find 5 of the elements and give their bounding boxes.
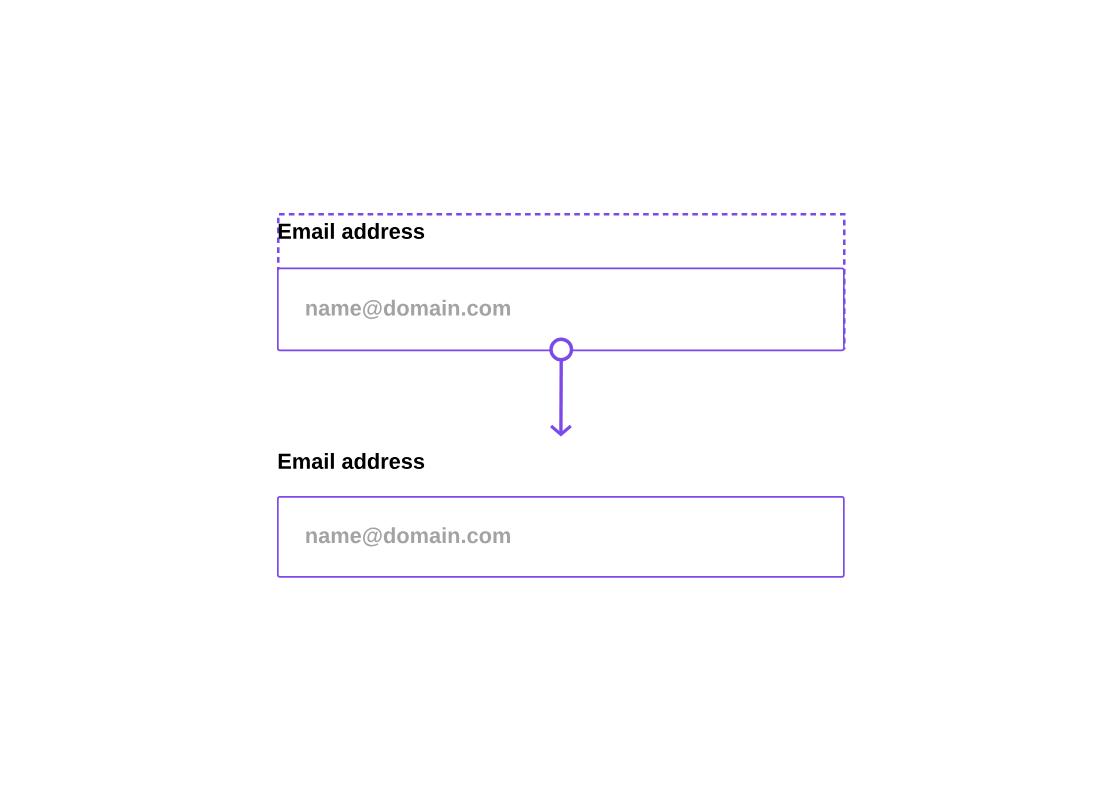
field-label: Email address xyxy=(278,223,425,239)
input-field: name@domain.com xyxy=(277,267,845,352)
input-field: name@domain.com xyxy=(277,496,845,578)
arrow xyxy=(549,337,574,437)
field-label: Email address xyxy=(278,453,425,469)
